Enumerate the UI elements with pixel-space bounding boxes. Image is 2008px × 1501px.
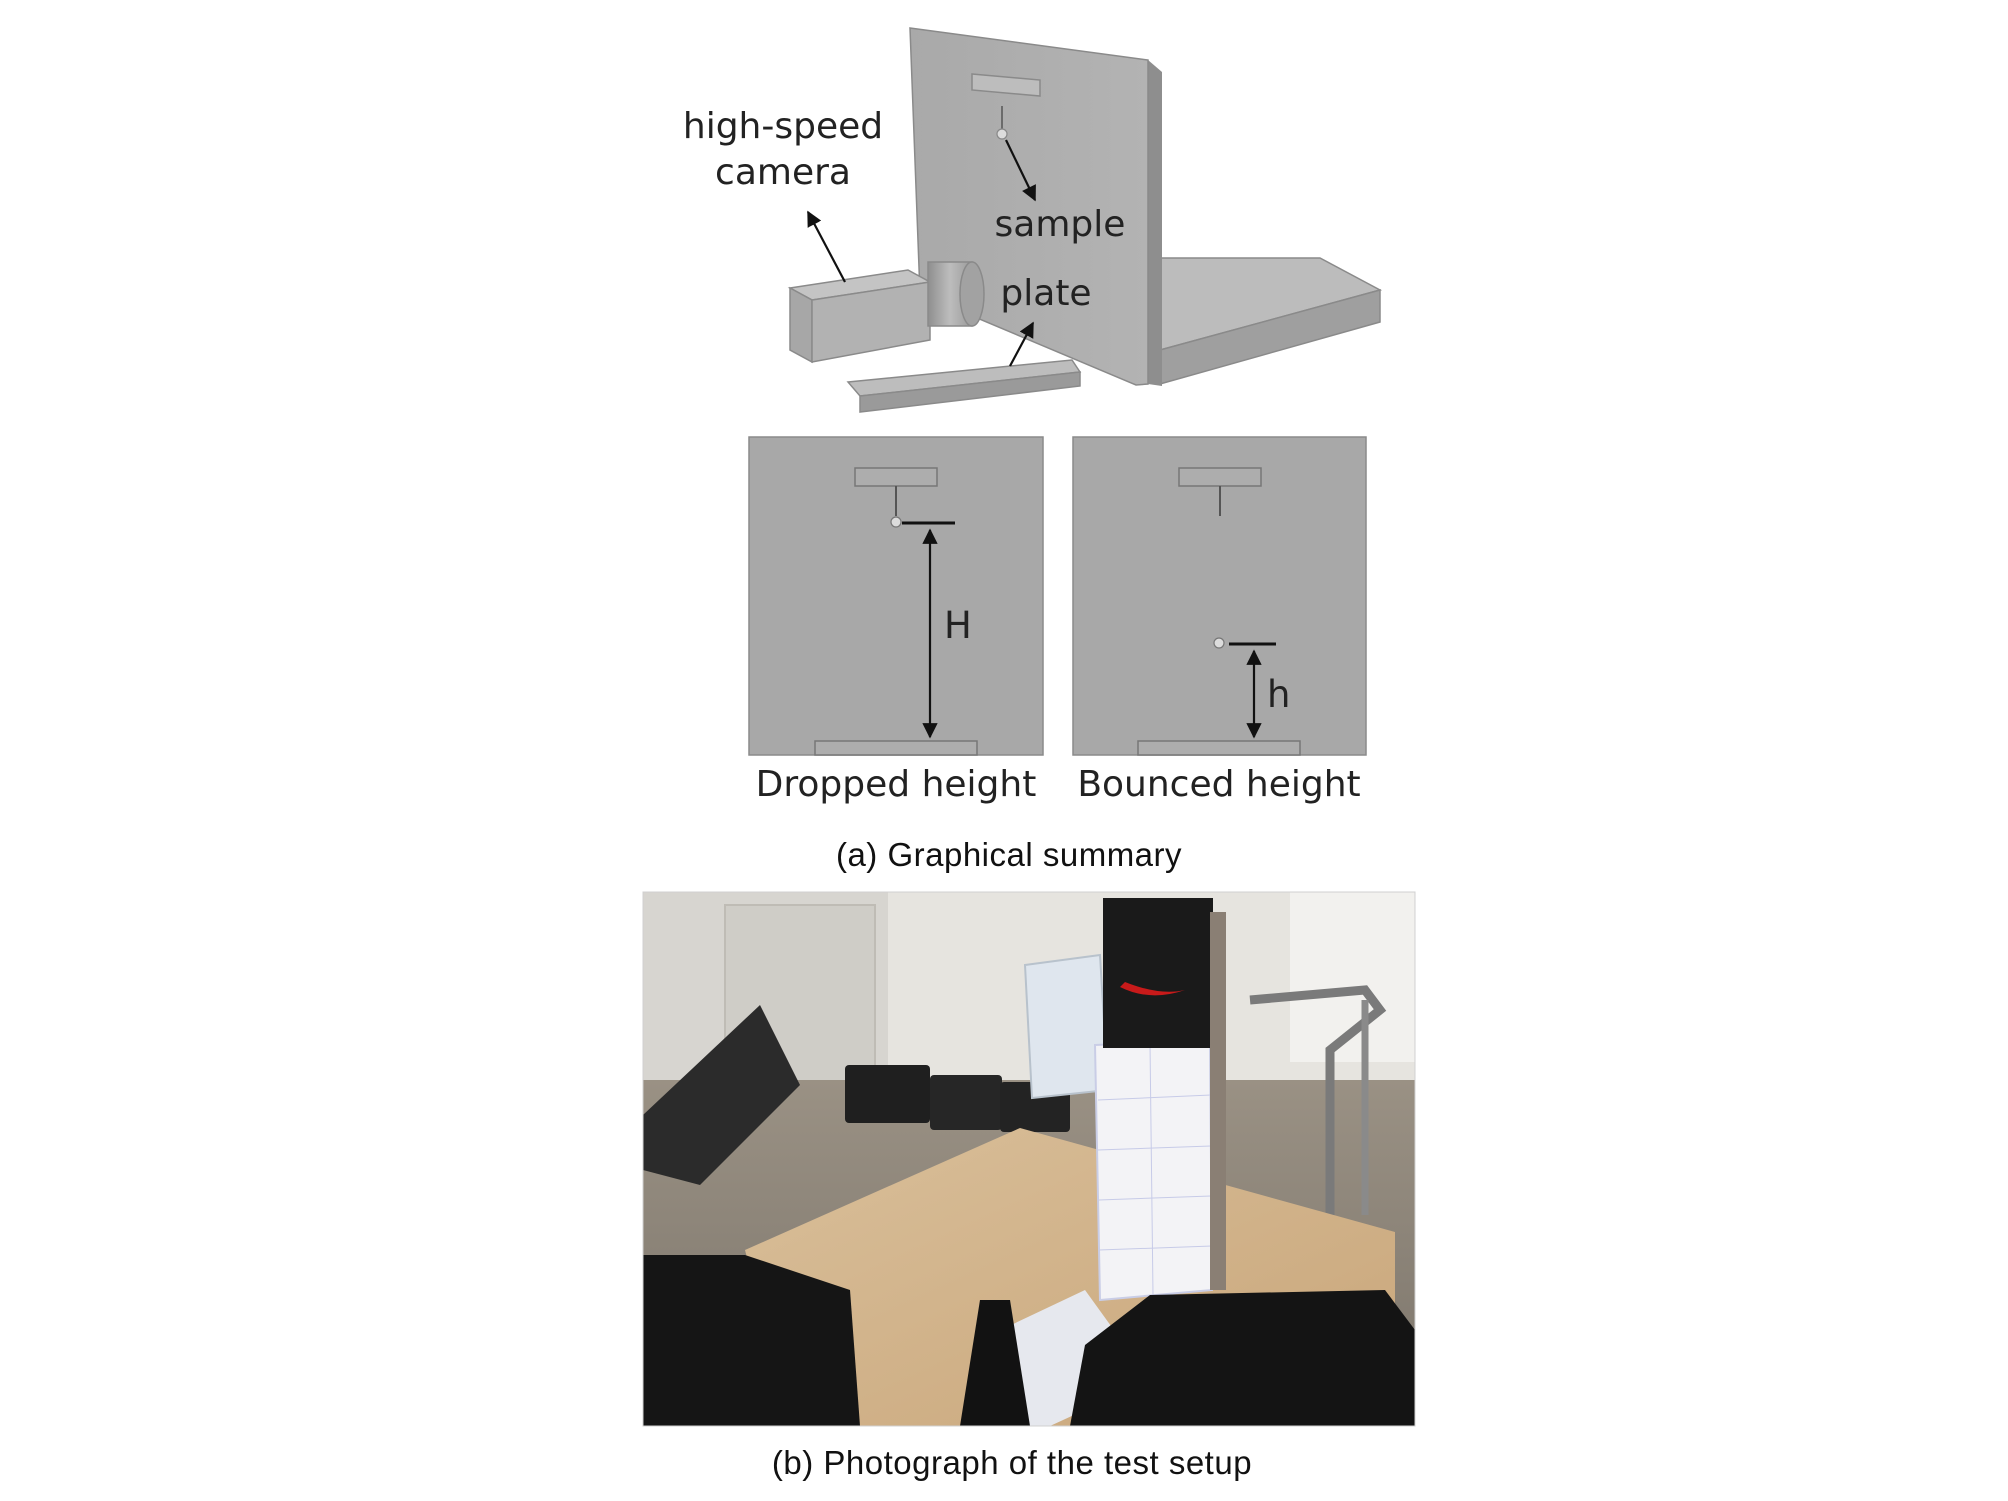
- dropped-height-title: Dropped height: [756, 764, 1037, 805]
- photo-metal-frame: [1249, 985, 1387, 1230]
- sample-ball: [996, 128, 1008, 140]
- dropped-impact-plate: [814, 740, 978, 756]
- bounced-sample-ball: [1213, 637, 1225, 649]
- arrow-to-camera: [807, 210, 846, 283]
- bounced-height-panel: h Bounced height: [1072, 436, 1367, 805]
- arrow-to-plate: [1009, 321, 1034, 367]
- photo-black-backboard: [1103, 898, 1213, 1048]
- sample-holder-bar: [971, 73, 1041, 97]
- photo-case-1: [845, 1065, 930, 1123]
- vertical-board-side: [1148, 60, 1162, 386]
- photo-right-reflector: [1070, 1290, 1415, 1426]
- label-camera-line2: camera: [715, 152, 851, 193]
- dropped-height-symbol: H: [944, 604, 972, 647]
- photo-red-pepper-sample: [1120, 982, 1185, 996]
- photo-frame: [642, 891, 1416, 1427]
- impact-plate-front: [859, 371, 1081, 413]
- photo-measuring-board: [1093, 1038, 1214, 1302]
- camera-lens-face: [959, 261, 985, 327]
- test-setup-photograph: [642, 891, 1416, 1427]
- photo-case-2: [930, 1075, 1002, 1130]
- caption-panel-b: (b) Photograph of the test setup: [772, 1444, 1252, 1481]
- dropped-holder-bar: [854, 467, 938, 487]
- apparatus-3d-diagram: high-speed camera sample plate: [683, 27, 1383, 413]
- caption-panel-a: (a) Graphical summary: [836, 836, 1182, 873]
- bounced-height-title: Bounced height: [1077, 764, 1360, 805]
- photo-metal-ruler: [1210, 912, 1226, 1290]
- camera-body-front: [789, 286, 813, 364]
- label-camera-line1: high-speed: [683, 106, 883, 147]
- photo-center-flap: [960, 1300, 1030, 1426]
- bounced-holder-bar: [1178, 467, 1262, 487]
- bounced-height-symbol: h: [1267, 673, 1290, 716]
- photo-left-reflector-bottom: [643, 1255, 860, 1426]
- label-plate: plate: [1000, 273, 1091, 314]
- dropped-height-panel: H Dropped height: [748, 436, 1044, 805]
- dropped-sample-ball: [890, 516, 902, 528]
- label-sample: sample: [995, 204, 1126, 245]
- camera-body-side: [811, 281, 931, 363]
- arrow-to-sample: [1005, 139, 1036, 202]
- photo-left-reflector-top: [643, 1005, 800, 1185]
- bounced-impact-plate: [1137, 740, 1301, 756]
